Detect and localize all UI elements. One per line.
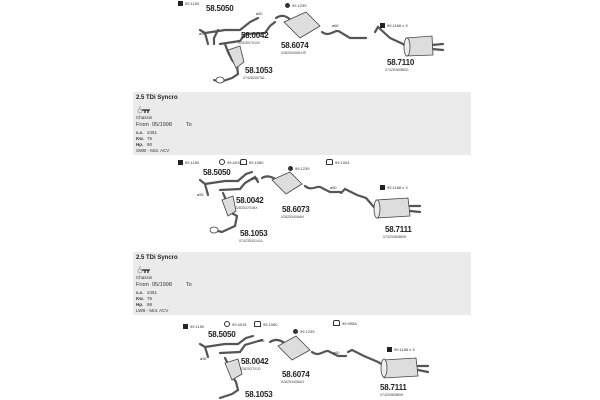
- rubber-mount-icon: [288, 166, 293, 171]
- clamp-icon: [333, 320, 340, 326]
- exhaust-drawing-1: [198, 11, 445, 84]
- oe-code: 07425360BBH: [380, 393, 404, 397]
- chassis-label: Chassis: [136, 275, 153, 280]
- oe-code: 07425360BBG: [385, 68, 409, 72]
- center-silencer-shape: [283, 11, 321, 39]
- diameter-label: ø55: [197, 193, 204, 197]
- diameter-label: ø60: [330, 186, 337, 190]
- engine-code: LWB - Mot. ACV: [136, 308, 169, 313]
- accessory-item: 99.1239: [285, 3, 306, 8]
- accessory-item: 99.995A: [333, 320, 357, 326]
- accessory-item: 99.1166 x 3: [380, 185, 408, 190]
- oe-code: 07423530141L: [239, 239, 263, 243]
- accessory-item: 99.4015: [224, 321, 246, 327]
- part-number[interactable]: 58.1053: [245, 390, 273, 399]
- accessory-item: 99.1239: [293, 329, 314, 334]
- oe-code: 028253701BX: [235, 206, 258, 210]
- spec-row: Hp.90: [136, 142, 153, 147]
- accessory-item: 99.1150: [178, 160, 199, 165]
- rubber-mount-icon: [293, 329, 298, 334]
- accessory-item: 99.1239: [288, 166, 309, 171]
- spec-row: Kw.75: [136, 136, 153, 141]
- vehicle-model-title: 2.5 TDi Syncro: [136, 95, 178, 101]
- clamp-icon: [326, 159, 333, 165]
- ring-icon: [219, 159, 225, 165]
- diameter-label: ø60: [333, 351, 340, 355]
- part-number[interactable]: 58.7111: [385, 225, 412, 234]
- part-number[interactable]: 58.0042: [236, 196, 264, 205]
- diameter-label: ø52: [256, 12, 263, 16]
- bolt-box-icon: [178, 160, 183, 165]
- clamp-box-icon: [380, 23, 385, 28]
- accessory-item: 99.1004: [326, 159, 349, 165]
- oe-code: 028253408LHS: [281, 51, 306, 55]
- accessory-item: 99.1166 x 3: [387, 347, 415, 352]
- ring-icon: [224, 321, 230, 327]
- part-number[interactable]: 58.0042: [241, 357, 269, 366]
- diameter-label: ø60: [332, 24, 339, 28]
- catalyst-shape: [227, 45, 245, 69]
- bolt-box-icon: [183, 324, 188, 329]
- oe-code: 02825070102: [238, 41, 260, 45]
- engine-code: SWB - Mot. ACV: [136, 148, 170, 153]
- clamp-box-icon: [387, 347, 392, 352]
- spec-row: c.c.2461: [136, 130, 158, 135]
- part-number[interactable]: 58.7111: [380, 383, 407, 392]
- vehicle-model-title: 2.5 TDi Syncro: [136, 255, 178, 261]
- spec-row: Kw.75: [136, 296, 153, 301]
- part-number[interactable]: 58.5050: [203, 168, 231, 177]
- bolt-box-icon: [178, 1, 183, 6]
- part-number[interactable]: 58.1053: [240, 229, 268, 238]
- diameter-label: ø55: [252, 177, 259, 181]
- part-number[interactable]: 58.6074: [281, 41, 309, 50]
- diameter-label: ø55: [200, 357, 207, 361]
- oe-code: 028253408AH: [281, 215, 304, 219]
- part-number[interactable]: 58.5050: [208, 330, 236, 339]
- part-number[interactable]: 58.0042: [241, 31, 269, 40]
- accessory-item: 99.1150: [183, 324, 204, 329]
- diameter-label: ø55: [258, 339, 265, 343]
- clamp-icon: [240, 159, 247, 165]
- accessory-item: 99.4015: [219, 159, 241, 165]
- part-number[interactable]: 58.6073: [282, 205, 310, 214]
- part-number[interactable]: 58.1053: [245, 66, 273, 75]
- accessory-item: 99.1080: [254, 321, 277, 327]
- chassis-icon: [137, 266, 150, 274]
- chassis-icon: [137, 106, 150, 114]
- oe-code: 028253701D: [240, 367, 261, 371]
- oe-code: 07428200TAL: [243, 76, 266, 80]
- accessory-item: 99.1150: [178, 1, 199, 6]
- spec-row: c.c.2461: [136, 290, 158, 295]
- diameter-label: ø55: [199, 32, 206, 36]
- part-number[interactable]: 58.6074: [282, 370, 310, 379]
- oe-code: 07425360BBH: [383, 235, 407, 239]
- rubber-mount-icon: [285, 3, 290, 8]
- oe-code: 028253408AG: [281, 380, 305, 384]
- clamp-icon: [254, 321, 261, 327]
- clamp-box-icon: [380, 185, 385, 190]
- spec-row: Hp.98: [136, 302, 153, 307]
- accessory-item: 99.1080: [240, 159, 263, 165]
- part-number[interactable]: 58.5050: [206, 4, 234, 13]
- chassis-label: Chassis: [136, 115, 153, 120]
- accessory-item: 99.1166 x 3: [380, 23, 408, 28]
- part-number[interactable]: 58.7110: [387, 58, 415, 67]
